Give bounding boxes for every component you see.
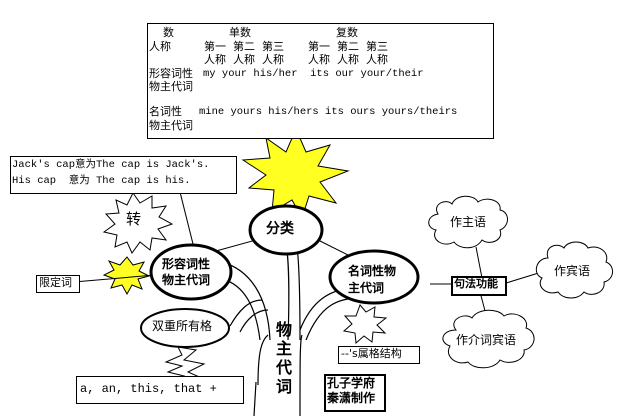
node-adj-oval [149, 243, 233, 301]
cloud-zuobinyu [535, 241, 613, 299]
table-col-di1-singular: 第一 [204, 40, 226, 53]
cloud-zuozhuyu-label: 作主语 [450, 215, 487, 229]
table-row-adj-values: my your his/her its our your/their [203, 68, 424, 80]
node-noun-label-2: 主代词 [348, 281, 385, 295]
table-col-di3-singular: 第三 [262, 40, 284, 53]
burst-zhuan [102, 192, 174, 254]
table-renchen-2: 人称 [233, 53, 255, 66]
table-header-danshu: 单数 [229, 26, 251, 39]
table-row-noun-label2: 物主代词 [149, 119, 193, 132]
table-row-noun-label1: 名词性 [149, 105, 182, 118]
table-col-di3-plural: 第三 [366, 40, 388, 53]
table-col-di2-singular: 第二 [233, 40, 255, 53]
node-noun-label-1: 名词性物 [348, 264, 397, 278]
table-col-di2-plural: 第二 [337, 40, 359, 53]
xiandingci-label: 限定词 [39, 276, 72, 289]
table-renchen-1: 人称 [204, 53, 226, 66]
node-noun-oval [328, 249, 420, 305]
possessive-table [147, 23, 494, 139]
trunk-char-3: 代 [276, 358, 293, 377]
table-col-di1-plural: 第一 [308, 40, 330, 53]
table-row-noun-values: mine yours his/hers its ours yours/their… [199, 106, 458, 118]
burst-small-right [342, 304, 388, 345]
cloud-zuobinyu-label: 作宾语 [554, 264, 591, 278]
trunk-char-1: 物 [276, 320, 293, 339]
table-renchen-4: 人称 [308, 53, 330, 66]
table-row-adj-label1: 形容词性 [149, 67, 193, 80]
credit-box [324, 374, 386, 412]
yellow-starburst-left [102, 256, 151, 296]
node-shuangchong-oval [140, 308, 230, 348]
table-header-shu: 数 [163, 26, 174, 39]
burst-zhuan-label: 转 [126, 210, 142, 228]
trunk-char-2: 主 [276, 339, 293, 358]
node-fenlei-label: 分类 [266, 221, 294, 237]
table-renchen-6: 人称 [366, 53, 388, 66]
determiners-box [76, 376, 244, 404]
node-adj-label-1: 形容词性 [162, 257, 211, 271]
node-shuangchong-label: 双重所有格 [152, 319, 213, 333]
table-renchen-3: 人称 [262, 53, 284, 66]
table-row-renchen: 人称 [149, 40, 171, 53]
yellow-starburst-top [241, 127, 350, 220]
cloud-zuozhuyu [428, 195, 508, 249]
example-line-1: Jack's cap意为The cap is Jack's. [12, 159, 210, 171]
node-fenlei-oval [248, 204, 324, 256]
table-header-fushu: 复数 [336, 26, 358, 39]
trunk-char-4: 词 [276, 377, 293, 396]
xiandingci-box [36, 275, 80, 293]
credit-line-2: 秦潇制作 [327, 391, 376, 405]
shugejiegou-box [338, 346, 420, 364]
credit-line-1: 孔子学府 [327, 376, 376, 390]
node-adj-label-2: 物主代词 [162, 273, 211, 287]
jufa-box [451, 276, 507, 296]
table-row-adj-label2: 物主代词 [149, 80, 193, 93]
shugejiegou-label: --'s属格结构 [341, 347, 402, 360]
table-renchen-5: 人称 [337, 53, 359, 66]
cloud-zuojieci [442, 309, 535, 369]
determiners-label: a, an, this, that + [80, 382, 217, 396]
cloud-zuojieci-label: 作介词宾语 [456, 333, 517, 347]
example-line-2: His cap 意为 The cap is his. [12, 175, 191, 187]
jufa-label: 句法功能 [454, 277, 498, 290]
example-box [10, 156, 237, 194]
